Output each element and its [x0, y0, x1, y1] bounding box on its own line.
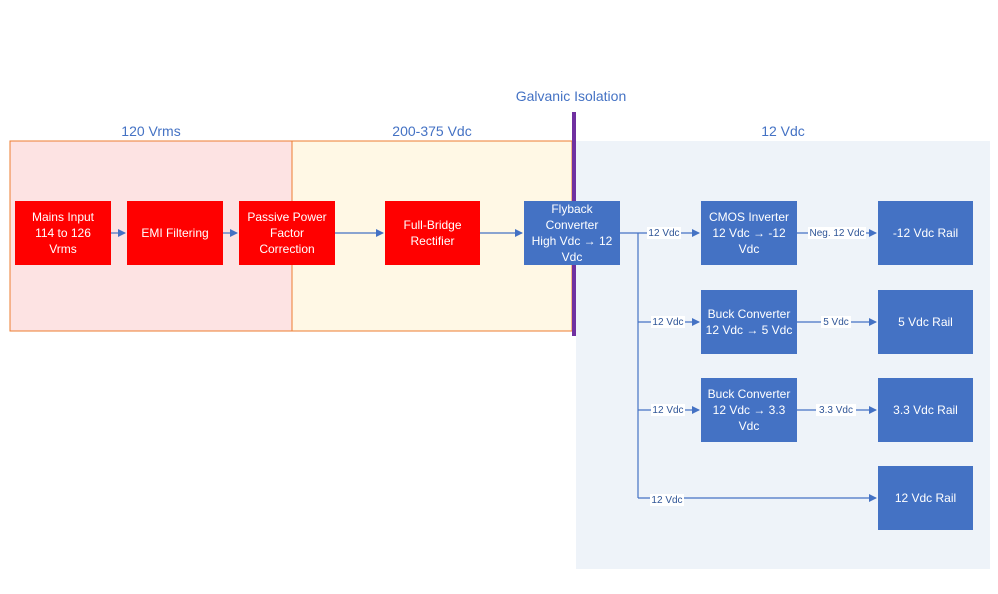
- block-text-line: 12 Vdc → -12: [712, 226, 786, 240]
- edge-label-to-buck5: 12 Vdc: [651, 316, 685, 328]
- block-33-vdc-rail: 3.3 Vdc Rail: [878, 378, 973, 442]
- block-text-line: Flyback: [551, 202, 593, 216]
- zone-label-120-vrms: 120 Vrms: [121, 123, 180, 139]
- block-text-line: 12 Vdc → 3.3: [713, 403, 786, 417]
- edge-label-to-buck5-text: 12 Vdc: [652, 317, 683, 328]
- block-text-line: Passive Power: [247, 210, 326, 224]
- block-text-line: 3.3 Vdc Rail: [893, 403, 958, 417]
- block-text-line: EMI Filtering: [141, 226, 208, 240]
- voltage-zones: 120 Vrms 200-375 Vdc 12 Vdc: [9, 123, 990, 569]
- block-33-vdc-rail-text: 3.3 Vdc Rail: [893, 403, 958, 417]
- edge-label-flyback-out: 12 Vdc: [647, 227, 681, 239]
- edge-label-buck5-out-text: 5 Vdc: [823, 317, 849, 328]
- block-text-line: -12 Vdc Rail: [893, 226, 958, 240]
- block-12-vdc-rail: 12 Vdc Rail: [878, 466, 973, 530]
- block-text-line: Buck Converter: [708, 387, 791, 401]
- block-text-line: 12 Vdc Rail: [895, 491, 956, 505]
- edge-labels: 12 Vdc 12 Vdc 12 Vdc 12 Vdc Neg. 12 Vdc …: [647, 227, 866, 506]
- block-text-line: Rectifier: [410, 234, 454, 248]
- edge-label-to-buck33: 12 Vdc: [651, 404, 685, 416]
- block-buck-converter-5v-text: Buck Converter 12 Vdc → 5 Vdc: [706, 307, 793, 337]
- zone-label-12-vdc: 12 Vdc: [761, 123, 805, 139]
- edge-label-to-rail12-text: 12 Vdc: [651, 495, 682, 506]
- block-text-line: Converter: [546, 218, 599, 232]
- block-text-line: Vdc: [562, 250, 583, 264]
- galvanic-isolation-label: Galvanic Isolation: [516, 88, 627, 104]
- block-text-line: Factor: [270, 226, 304, 240]
- block-text-line: 5 Vdc Rail: [898, 315, 953, 329]
- edge-label-cmos-out: Neg. 12 Vdc: [808, 227, 866, 239]
- block-buck-converter-5v: Buck Converter 12 Vdc → 5 Vdc: [701, 290, 797, 354]
- block-text-line: 12 Vdc → 5 Vdc: [706, 323, 793, 337]
- block-5-vdc-rail-text: 5 Vdc Rail: [898, 315, 953, 329]
- edge-label-to-rail12: 12 Vdc: [650, 494, 684, 506]
- block-text-line: 114 to 126: [35, 226, 91, 240]
- block-5-vdc-rail: 5 Vdc Rail: [878, 290, 973, 354]
- block-text-line: Full-Bridge: [403, 218, 461, 232]
- block-text-line: Vdc: [739, 419, 760, 433]
- block-emi-filtering-text: EMI Filtering: [141, 226, 208, 240]
- block-emi-filtering: EMI Filtering: [127, 201, 223, 265]
- block-12-vdc-rail-text: 12 Vdc Rail: [895, 491, 956, 505]
- edge-label-buck33-out: 3.3 Vdc: [816, 404, 856, 416]
- block-text-line: Vrms: [49, 242, 77, 256]
- zone-label-200-375-vdc: 200-375 Vdc: [392, 123, 471, 139]
- block-neg12-vdc-rail: -12 Vdc Rail: [878, 201, 973, 265]
- block-text-line: CMOS Inverter: [709, 210, 789, 224]
- block-text-line: Buck Converter: [708, 307, 791, 321]
- edge-label-cmos-out-text: Neg. 12 Vdc: [809, 228, 864, 239]
- edge-label-to-buck33-text: 12 Vdc: [652, 405, 683, 416]
- block-text-line: Correction: [259, 242, 314, 256]
- block-neg12-vdc-rail-text: -12 Vdc Rail: [893, 226, 958, 240]
- edge-label-flyback-out-text: 12 Vdc: [648, 228, 679, 239]
- block-text-line: High Vdc → 12: [532, 234, 613, 248]
- block-text-line: Vdc: [739, 242, 760, 256]
- block-text-line: Mains Input: [32, 210, 95, 224]
- edge-label-buck5-out: 5 Vdc: [821, 316, 851, 328]
- edge-label-buck33-out-text: 3.3 Vdc: [819, 405, 853, 416]
